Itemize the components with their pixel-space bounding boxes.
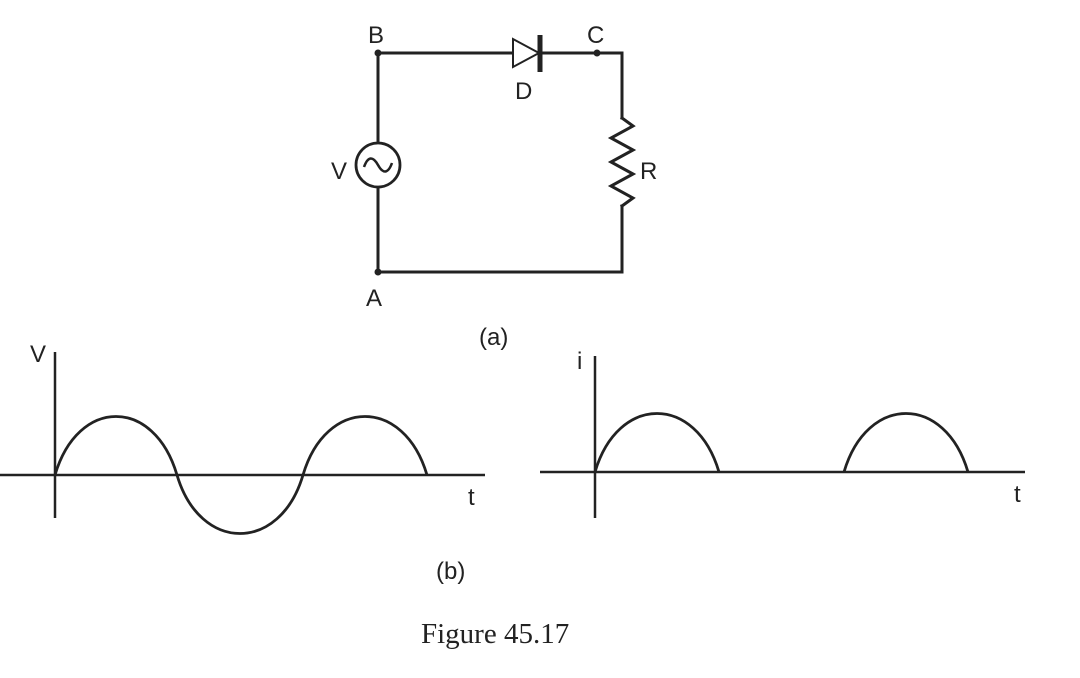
node-b-dot [374, 49, 382, 57]
current-half-wave-pulse-1 [593, 412, 721, 473]
current-half-wave-pulse-2 [842, 412, 970, 473]
voltage-time-label: t [468, 484, 475, 511]
resistor-symbol [607, 115, 637, 209]
diode-label: D [515, 78, 532, 105]
figure-caption: Figure 45.17 [421, 618, 569, 650]
node-a-dot [374, 268, 382, 276]
voltage-sine-wave [53, 415, 429, 535]
voltage-axis-label: V [30, 341, 46, 368]
node-c-label: C [587, 22, 604, 49]
resistor-label: R [640, 158, 657, 185]
graphs-caption: (b) [436, 558, 465, 585]
current-graph: i t [540, 348, 1025, 518]
node-c-dot [593, 49, 601, 57]
node-b-label: B [368, 22, 384, 49]
node-a-label: A [366, 285, 382, 312]
circuit-diagram: B C A D V R (a) [331, 22, 657, 351]
current-time-label: t [1014, 481, 1021, 508]
source-label: V [331, 158, 347, 185]
voltage-graph: V t [0, 341, 485, 535]
diode-symbol [512, 35, 543, 72]
circuit-caption: (a) [479, 324, 508, 351]
current-axis-label: i [577, 348, 582, 375]
ac-source-symbol [354, 141, 402, 189]
